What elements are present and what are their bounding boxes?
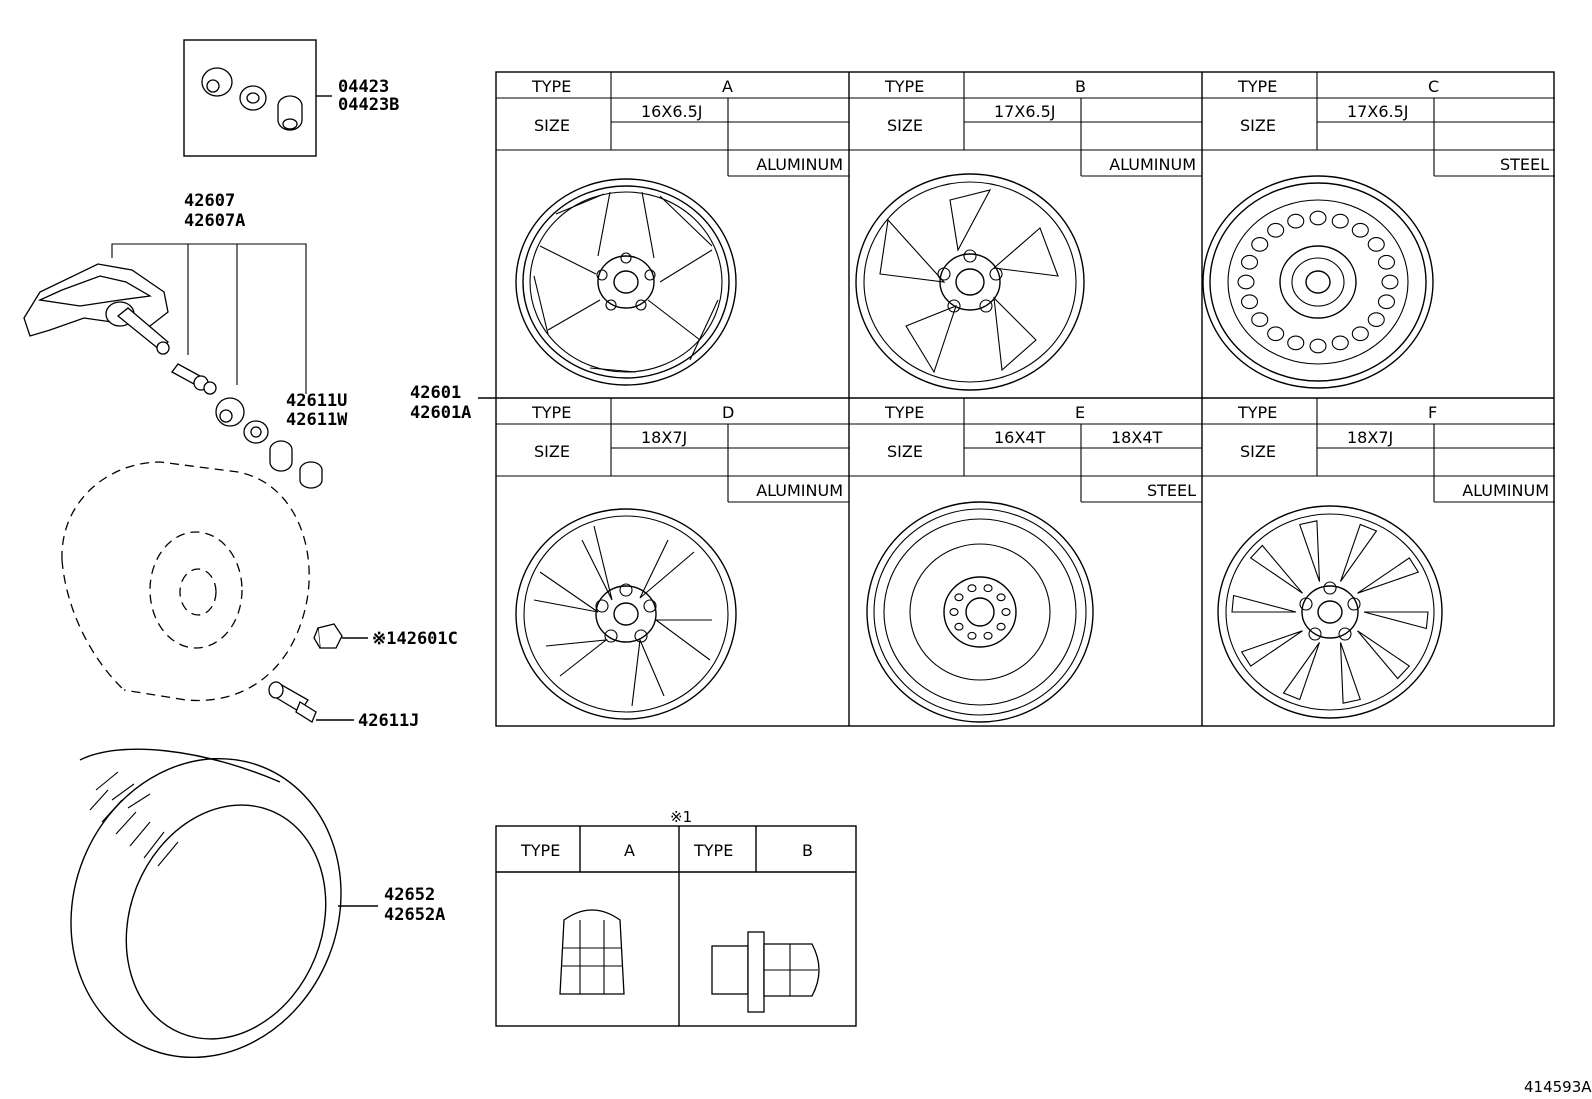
wheel-drawing-d xyxy=(515,508,737,720)
wheel-drawing-f xyxy=(1217,505,1443,719)
callout-04423b: 04423B xyxy=(338,95,399,115)
wheel-type-label: TYPE xyxy=(1237,77,1277,96)
wheel-drawing-a xyxy=(515,178,737,386)
wheel-size-label: SIZE xyxy=(534,442,570,461)
callout-42601: 42601 xyxy=(410,383,461,403)
nut-a-drawing xyxy=(559,909,625,995)
nut-b-drawing xyxy=(711,931,820,1013)
wheel-size-label: SIZE xyxy=(534,116,570,135)
callout-42652: 42652 xyxy=(384,885,435,905)
wheel-type-value: D xyxy=(722,403,734,422)
wheel-material: ALUMINUM xyxy=(1109,155,1196,174)
callout-42611w: 42611W xyxy=(286,410,348,430)
nut-type-label-b: TYPE xyxy=(693,841,733,860)
nut-type-a: A xyxy=(624,841,635,860)
wheel-size-value: 18X7J xyxy=(641,428,687,447)
wheel-material: ALUMINUM xyxy=(1462,481,1549,500)
wheel-size-value: 17X6.5J xyxy=(994,102,1055,121)
nut-note: ※1 xyxy=(670,808,692,826)
wheel-outline-dashed xyxy=(61,461,310,702)
wheel-drawing-c xyxy=(1202,175,1434,389)
wheel-type-value: F xyxy=(1428,403,1437,422)
wheel-callout: 42601 42601A xyxy=(410,383,496,423)
wheel-material: ALUMINUM xyxy=(756,155,843,174)
diagram-id: 414593A xyxy=(1524,1078,1592,1096)
wheel-drawing-b xyxy=(855,173,1085,391)
wheel-size-label: SIZE xyxy=(1240,442,1276,461)
wheel-size-value-alt: 18X4T xyxy=(1111,428,1163,447)
wheel-material: STEEL xyxy=(1147,481,1196,500)
wheel-type-value: B xyxy=(1075,77,1086,96)
wheel-type-value: C xyxy=(1428,77,1439,96)
wheel-type-label: TYPE xyxy=(531,403,571,422)
wheel-type-label: TYPE xyxy=(531,77,571,96)
nut-type-b: B xyxy=(802,841,813,860)
wheel-material: ALUMINUM xyxy=(756,481,843,500)
tpms-sensor: 42607 42607A xyxy=(23,191,307,395)
callout-42607a: 42607A xyxy=(184,211,245,231)
callout-04423: 04423 xyxy=(338,77,389,97)
callout-42611j: 42611J xyxy=(358,711,419,731)
wheel-size-label: SIZE xyxy=(1240,116,1276,135)
callout-42652a: 42652A xyxy=(384,905,445,925)
wheel-size-value: 16X6.5J xyxy=(641,102,702,121)
wheel-type-table: TYPE A SIZE 16X6.5J ALUMINUM TYPE B SIZE 17X6.5J… xyxy=(495,71,1555,727)
callout-42601c: ※142601C xyxy=(372,629,458,649)
tire: 42652 42652A xyxy=(70,748,445,1059)
wheel-size-value: 17X6.5J xyxy=(1347,102,1408,121)
valve-parts: 42611U 42611W xyxy=(215,391,348,489)
wheel-type-label: TYPE xyxy=(884,77,924,96)
wheel-drawing-e xyxy=(866,501,1094,723)
wheel-type-label: TYPE xyxy=(884,403,924,422)
wheel-size-label: SIZE xyxy=(887,116,923,135)
callout-42607: 42607 xyxy=(184,191,235,211)
wheel-size-value: 16X4T xyxy=(994,428,1046,447)
valve-cap-set: 04423 04423B xyxy=(183,39,399,157)
nut-type-label-a: TYPE xyxy=(520,841,560,860)
wheel-type-value: E xyxy=(1075,403,1085,422)
valve-stem: 42611J xyxy=(268,681,419,731)
callout-42611u: 42611U xyxy=(286,391,347,411)
wheel-size-label: SIZE xyxy=(887,442,923,461)
wheel-material: STEEL xyxy=(1500,155,1549,174)
wheel-type-value: A xyxy=(722,77,733,96)
hub-nut: ※142601C xyxy=(313,623,458,649)
wheel-size-value: 18X7J xyxy=(1347,428,1393,447)
nut-type-table: ※1 TYPE A TYPE B xyxy=(495,808,857,1027)
callout-42601a: 42601A xyxy=(410,403,471,423)
wheel-type-label: TYPE xyxy=(1237,403,1277,422)
